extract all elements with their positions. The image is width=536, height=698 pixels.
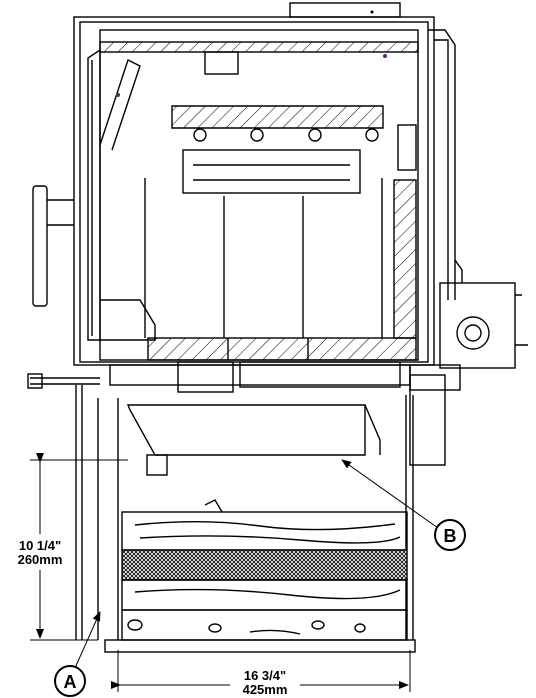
ash-lip-bracket — [126, 404, 366, 456]
outer-cabinet — [73, 16, 435, 366]
height-imperial-label: 10 1/4" — [19, 538, 61, 553]
log-lower — [121, 579, 408, 611]
callout-b-label: B — [444, 526, 457, 546]
callout-b-circle — [434, 519, 466, 551]
log-bottom — [121, 609, 408, 641]
upper-baffle — [171, 105, 384, 129]
base-plate — [104, 639, 416, 653]
callout-a-label: A — [64, 672, 77, 692]
side-brick — [393, 179, 417, 339]
firebox — [99, 29, 419, 361]
width-imperial-label: 16 3/4" — [244, 668, 286, 683]
height-metric-label: 260mm — [18, 552, 63, 567]
blower-assembly — [439, 282, 516, 369]
log-middle — [121, 549, 408, 581]
log-top — [121, 511, 408, 551]
door-handle — [32, 185, 48, 307]
width-metric-label: 425mm — [243, 682, 288, 697]
top-cap — [289, 2, 401, 18]
callout-a-circle — [54, 665, 86, 697]
firebox-floor — [147, 337, 417, 361]
